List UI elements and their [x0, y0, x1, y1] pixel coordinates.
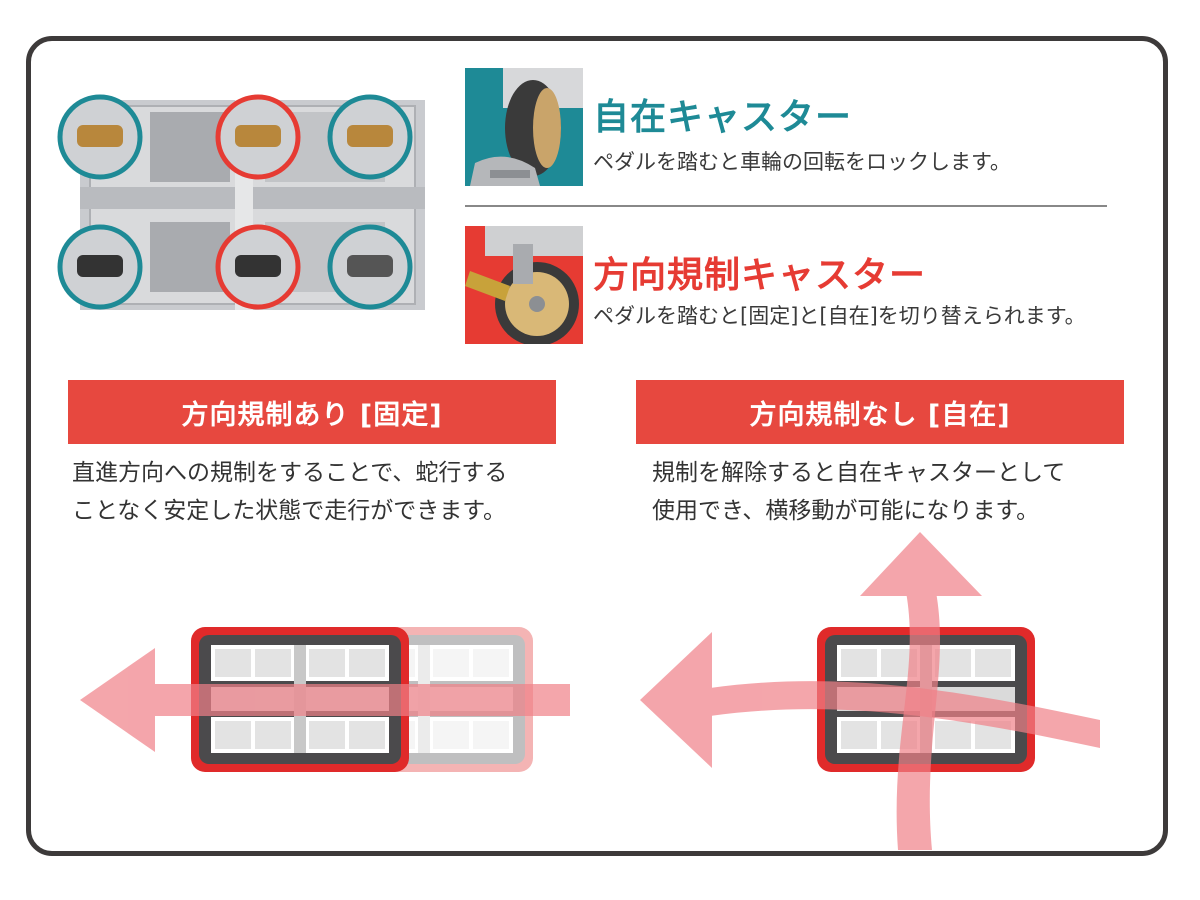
sideways-arrow	[640, 632, 1100, 768]
swivel-caster-description: ペダルを踏むと車輪の回転をロックします。	[593, 150, 1011, 174]
free-mode-diagram	[640, 532, 1100, 850]
forward-arrow	[860, 532, 982, 850]
directional-caster-description: ペダルを踏むと[固定]と[自在]を切り替えられます。	[593, 304, 1086, 328]
free-mode-line-1: 規制を解除すると自在キャスターとして	[652, 460, 1066, 486]
directional-caster-marker	[215, 94, 301, 180]
fixed-mode-line-1: 直進方向への規制をすることで、蛇行する	[72, 460, 508, 486]
fixed-mode-diagram	[80, 627, 570, 772]
directional-caster-marker	[215, 224, 301, 310]
swivel-caster-marker	[57, 224, 143, 310]
content-frame	[26, 36, 1168, 856]
fixed-mode-line-2: ことなく安定した状態で走行ができます。	[72, 498, 507, 524]
fixed-mode-description: 直進方向への規制をすることで、蛇行する ことなく安定した状態で走行ができます。	[72, 454, 507, 530]
section-divider	[465, 205, 1107, 207]
swivel-caster-title: 自在キャスター	[593, 97, 853, 138]
movement-diagrams	[80, 532, 1100, 850]
directional-caster-image	[465, 226, 583, 344]
swivel-caster-marker	[327, 94, 413, 180]
straight-arrow	[80, 648, 570, 752]
swivel-caster-image	[465, 68, 583, 186]
free-mode-description: 規制を解除すると自在キャスターとして 使用でき、横移動が可能になります。	[652, 454, 1065, 530]
fixed-mode-heading: 方向規制あり [固定]	[68, 380, 556, 444]
free-mode-heading: 方向規制なし [自在]	[636, 380, 1124, 444]
swivel-caster-marker	[57, 94, 143, 180]
free-mode-line-2: 使用でき、横移動が可能になります。	[652, 498, 1040, 524]
directional-caster-title: 方向規制キャスター	[593, 255, 927, 296]
swivel-caster-marker	[327, 224, 413, 310]
cart-top-view-photo	[57, 94, 425, 310]
